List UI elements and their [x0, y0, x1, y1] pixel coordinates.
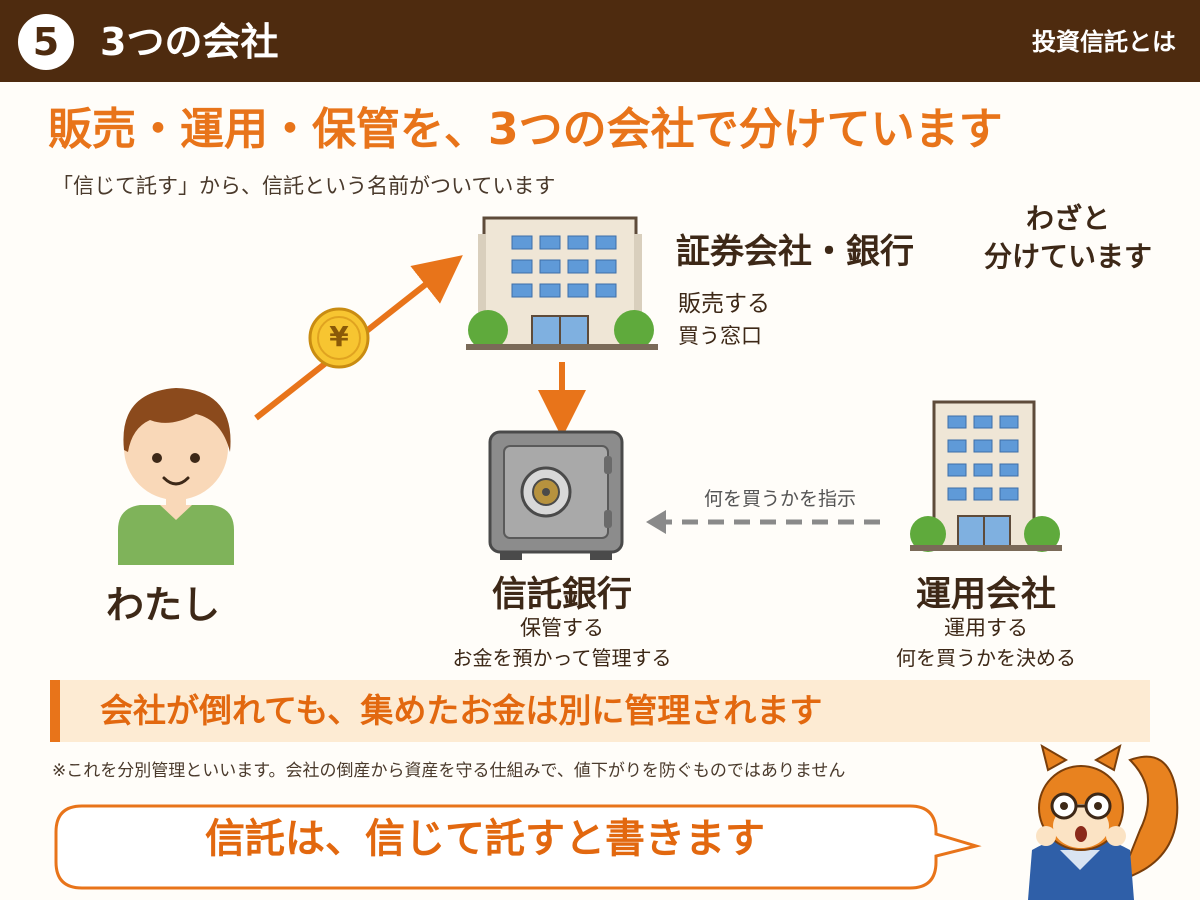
- securities-building-icon: [466, 216, 658, 350]
- instruction-arrow-head: [646, 510, 666, 534]
- bubble-text: 信託は、信じて託すと書きます: [205, 816, 765, 862]
- trust-bank-line-2: お金を預かって管理する: [452, 646, 672, 670]
- asset-manager-title: 運用会社: [915, 575, 1056, 615]
- section-number-badge: 5: [18, 14, 74, 70]
- highlight-band: 会社が倒れても、集めたお金は別に管理されます: [50, 680, 1150, 742]
- category-label: 投資信託とは: [1032, 28, 1176, 56]
- safe-icon: [488, 430, 624, 560]
- trust-bank-line-1: 保管する: [520, 616, 604, 640]
- person-icon: [118, 388, 234, 565]
- me-label: わたし: [106, 583, 221, 627]
- main-headline: 販売・運用・保管を、3つの会社で分けています: [48, 104, 1003, 155]
- asset-manager-line-2: 何を買うかを決める: [896, 646, 1076, 670]
- side-note-line-1: わざと: [1025, 202, 1110, 235]
- side-note-line-2: 分けています: [983, 240, 1152, 273]
- yen-coin-icon: [308, 307, 370, 369]
- instruction-label: 何を買うかを指示: [703, 488, 856, 510]
- securities-title: 証券会社・銀行: [676, 232, 914, 272]
- securities-line-1: 販売する: [678, 291, 770, 317]
- asset-manager-building-icon: [910, 400, 1062, 552]
- asset-manager-line-1: 運用する: [944, 616, 1028, 640]
- securities-line-2: 買う窓口: [678, 324, 762, 348]
- section-title: 3つの会社: [100, 20, 279, 64]
- header-bar: 5 3つの会社 投資信託とは: [0, 0, 1200, 82]
- squirrel-mascot-icon: [1028, 743, 1179, 900]
- highlight-text: 会社が倒れても、集めたお金は別に管理されます: [100, 691, 823, 730]
- speech-bubble: [54, 804, 982, 890]
- trust-bank-title: 信託銀行: [491, 575, 632, 615]
- footnote: ※これを分別管理といいます。会社の倒産から資産を守る仕組みで、値下がりを防ぐもの…: [52, 761, 846, 781]
- yen-symbol: ¥: [329, 320, 349, 353]
- sub-headline: 「信じて託す」から、信託という名前がついています: [52, 174, 556, 198]
